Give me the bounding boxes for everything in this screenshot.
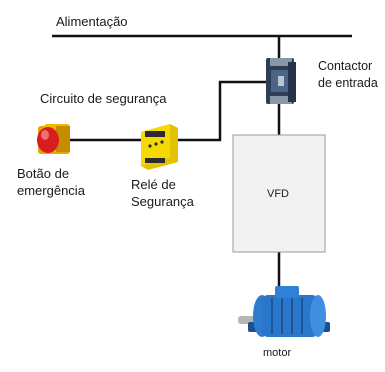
motor-label: motor [263,347,292,359]
contactor-label-line1: Contactor [318,59,373,73]
wires [52,34,352,288]
vfd-box [232,134,326,253]
wire-contactor-to-relay [178,80,272,142]
contactor-icon [266,58,296,104]
power-label: Alimentação [56,14,128,29]
relay-label-line2: Segurança [131,194,194,209]
safety-relay-icon [141,124,178,170]
contactor-label-line2: de entrada [318,76,378,90]
relay-label-line1: Relé de [131,177,176,192]
estop-label-line1: Botão de [17,166,70,181]
vfd-label: VFD [267,188,289,200]
safety-circuit-label: Circuito de segurança [40,91,167,106]
motor-icon [238,286,330,337]
estop-label-line2: emergência [17,183,85,198]
emergency-stop-icon [37,124,70,154]
